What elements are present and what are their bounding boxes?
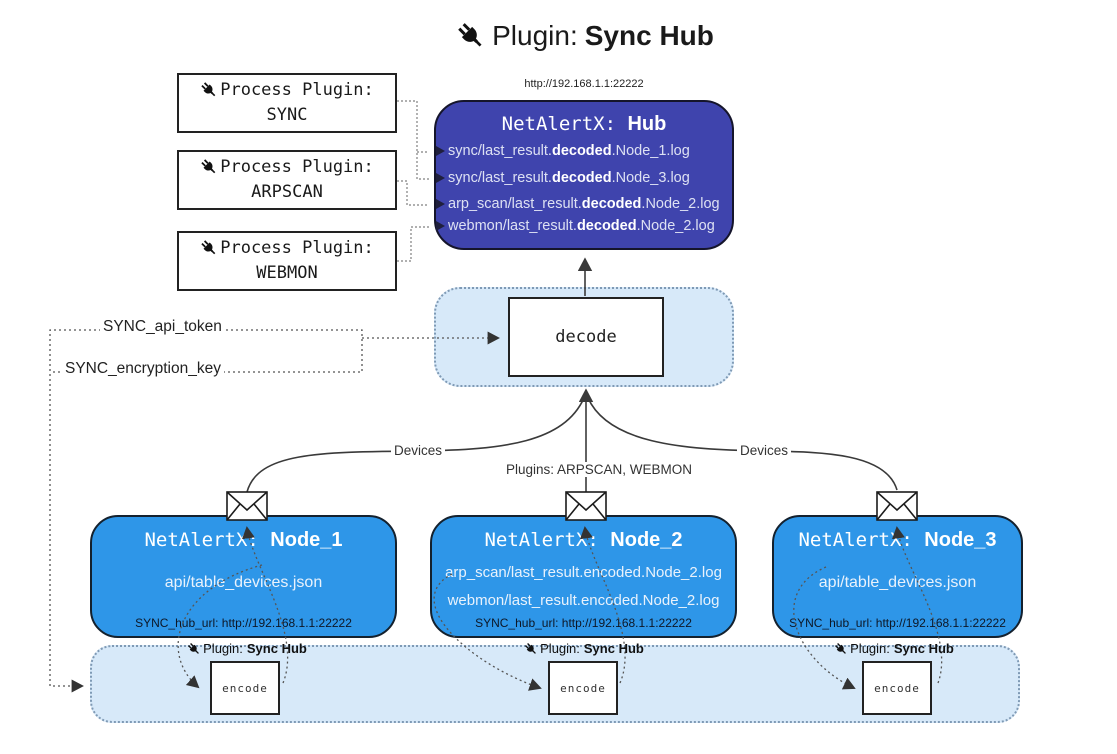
arrow-right-icon [436,173,445,183]
sync-encryption-key-label: SYNC_encryption_key [62,360,224,378]
process-plugin-name: WEBMON [256,263,318,283]
plug-icon [201,240,216,255]
process-plugin-name: SYNC [266,105,308,125]
plug-icon [458,23,482,47]
edge-label-devices-right: Devices [737,443,792,458]
arrow-right-icon [436,146,445,156]
hub-url: http://192.168.1.1:22222 [524,78,644,90]
node-box-node-2: NetAlertX: Node_2 arp_scan/last_result.e… [430,515,737,638]
plug-icon [201,82,216,97]
node-hub-url: SYNC_hub_url: http://192.168.1.1:22222 [475,616,692,630]
hub-box: NetAlertX: Hub sync/last_result.decoded.… [434,100,734,250]
encode-plugin-label: Plugin:Sync Hub [824,641,964,656]
hub-log-line: sync/last_result.decoded.Node_3.log [436,169,728,187]
node-file-line: arp_scan/last_result.encoded.Node_2.log [445,564,722,581]
process-plugin-box-sync: Process Plugin: SYNC [177,73,397,133]
node-title: NetAlertX: Node_1 [144,529,343,551]
encode-plugin-label: Plugin:Sync Hub [177,641,317,656]
process-plugin-label: Process Plugin: [220,156,374,177]
decode-box: decode [508,297,664,377]
title-label: Plugin: [492,20,578,51]
node-box-node-1: NetAlertX: Node_1 api/table_devices.json… [90,515,397,638]
arrow-right-icon [436,199,445,209]
sync-api-token-label: SYNC_api_token [100,318,225,336]
node-title: NetAlertX: Node_2 [484,529,683,551]
encode-box: encode [548,661,618,715]
node-hub-url: SYNC_hub_url: http://192.168.1.1:22222 [135,616,352,630]
arrow-right-icon [436,221,445,231]
node-title: NetAlertX: Node_3 [798,529,997,551]
edge-processplugins-to-hub [397,100,429,262]
title-name: Sync Hub [584,20,714,51]
page-title: Plugin: Sync Hub [285,14,885,58]
hub-log-line: webmon/last_result.decoded.Node_2.log [436,217,728,235]
edge-label-plugins: Plugins: ARPSCAN, WEBMON [503,462,696,477]
hub-log-line: sync/last_result.decoded.Node_1.log [436,142,728,160]
plug-icon [525,642,537,654]
plug-icon [201,159,216,174]
node-file-line: webmon/last_result.encoded.Node_2.log [447,592,720,609]
node-hub-url: SYNC_hub_url: http://192.168.1.1:22222 [789,616,1006,630]
hub-title-prefix: NetAlertX: [501,113,617,135]
encode-box: encode [210,661,280,715]
process-plugin-box-webmon: Process Plugin: WEBMON [177,231,397,291]
process-plugin-box-arpscan: Process Plugin: ARPSCAN [177,150,397,210]
node-file-line: api/table_devices.json [818,574,977,591]
node-file-line: api/table_devices.json [164,574,323,591]
hub-log-line: arp_scan/last_result.decoded.Node_2.log [436,195,728,213]
process-plugin-label: Process Plugin: [220,237,374,258]
process-plugin-label: Process Plugin: [220,79,374,100]
process-plugin-name: ARPSCAN [251,182,323,202]
edge-label-devices-left: Devices [391,443,446,458]
encode-box: encode [862,661,932,715]
plug-icon [188,642,200,654]
plug-icon [835,642,847,654]
hub-title-name: Hub [627,113,667,135]
node-box-node-3: NetAlertX: Node_3 api/table_devices.json… [772,515,1023,638]
encode-plugin-label: Plugin:Sync Hub [514,641,654,656]
hub-title: NetAlertX: Hub [436,113,732,136]
